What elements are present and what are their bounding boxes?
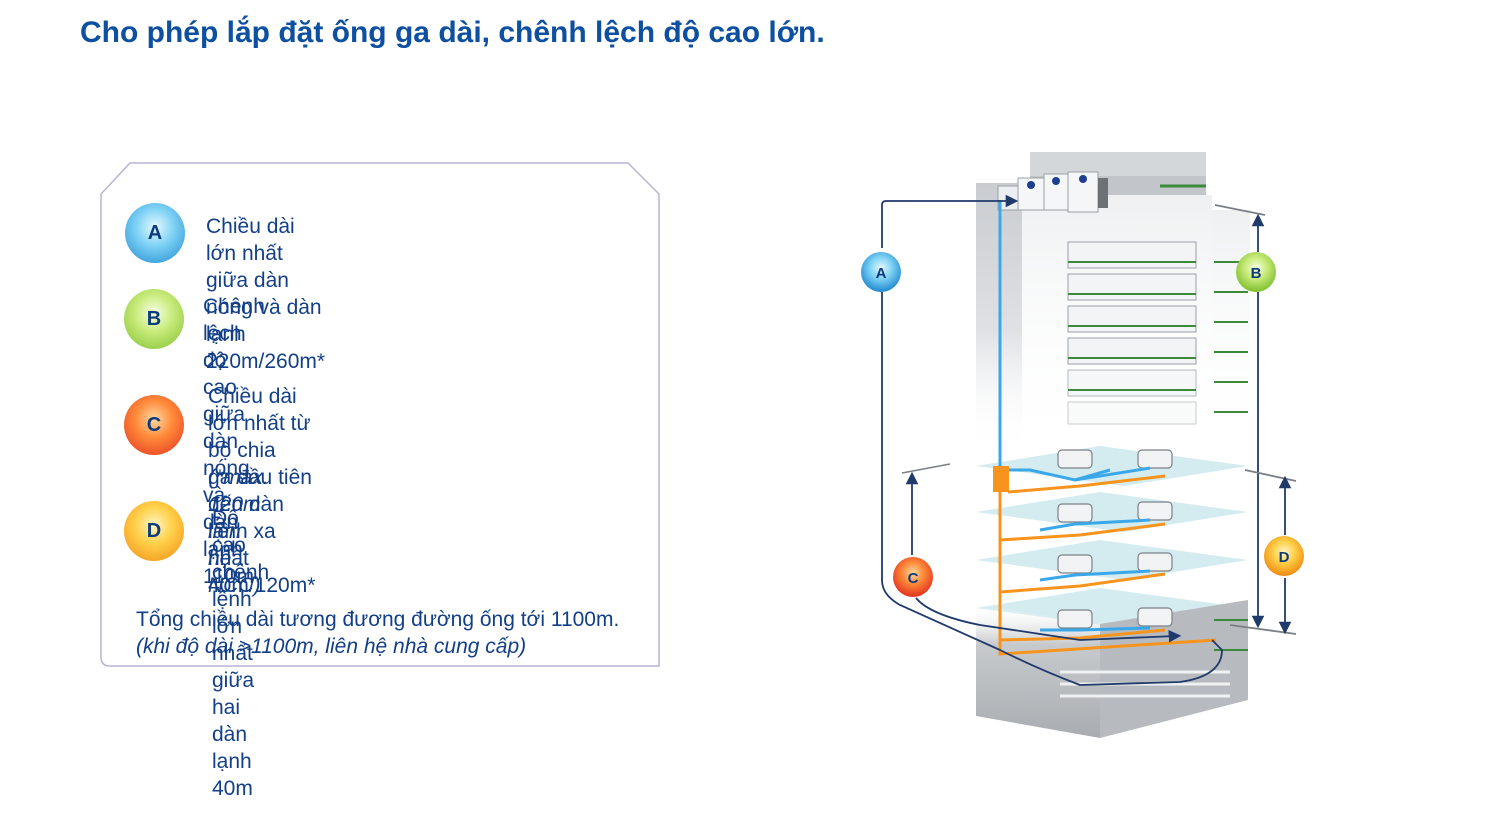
diagram-label-b: B — [1251, 265, 1262, 282]
diagram-label-c: C — [908, 570, 919, 587]
legend-text-c: Chiều dài lớn nhất từ bộ chia ga đầu tiê… — [208, 385, 316, 597]
indoor-units — [1057, 449, 1173, 629]
legend-text-b: Chênh lệch độ cao giữa dàn nóng và dàn l… — [203, 295, 265, 588]
diagram-badge-b: B — [1236, 252, 1276, 292]
diagram-label-a: A — [876, 265, 887, 282]
route-a — [881, 194, 1223, 686]
diagram-badge-c: C — [893, 557, 933, 597]
gas-pipes — [993, 466, 1217, 656]
diagram-badge-a: A — [861, 252, 901, 292]
diagram-label-d: D — [1279, 549, 1290, 566]
legend-text-d: Độ cao chênh lệnh lớn nhất giữa hai dàn … — [212, 507, 270, 800]
diagram-badge-d: D — [1264, 536, 1304, 576]
reference-line-c — [901, 463, 951, 474]
route-c — [905, 471, 1182, 643]
badge-b: B — [124, 289, 184, 349]
legend-text-a: Chiều dài lớn nhất giữa dàn nóng và dàn … — [206, 215, 326, 373]
badge-c: C — [124, 395, 184, 455]
badge-d: D — [124, 501, 184, 561]
liquid-pipes — [998, 200, 1151, 632]
total-length-note: (khi độ dài >1100m, liên hệ nhà cung cấp… — [136, 635, 527, 658]
badge-a: A — [125, 203, 185, 263]
dimension-d — [1244, 469, 1297, 635]
page-title: Cho phép lắp đặt ống ga dài, chênh lệch … — [80, 16, 825, 49]
tower-windows — [1067, 241, 1248, 425]
total-length: Tổng chiều dài tương đương đường ống tới… — [136, 606, 619, 660]
outdoor-units — [997, 171, 1108, 213]
total-length-text: Tổng chiều dài tương đương đường ống tới… — [136, 608, 620, 631]
legend-note-c: (*max. 120m liên hệ NCC) — [208, 466, 269, 597]
